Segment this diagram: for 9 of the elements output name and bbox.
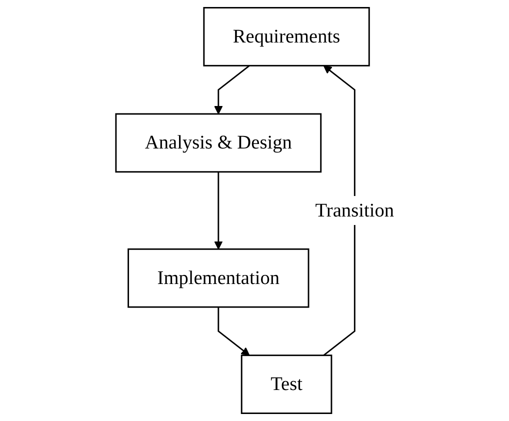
edge-label: Transition xyxy=(314,200,394,222)
arrow xyxy=(214,65,250,114)
arrow xyxy=(214,172,222,250)
node-box: Analysis & Design xyxy=(114,113,322,173)
arrow xyxy=(217,307,250,356)
node-box: Implementation xyxy=(127,248,309,308)
arrow xyxy=(322,65,355,356)
node-box: Requirements xyxy=(202,7,370,66)
node-box: Test xyxy=(240,354,332,414)
